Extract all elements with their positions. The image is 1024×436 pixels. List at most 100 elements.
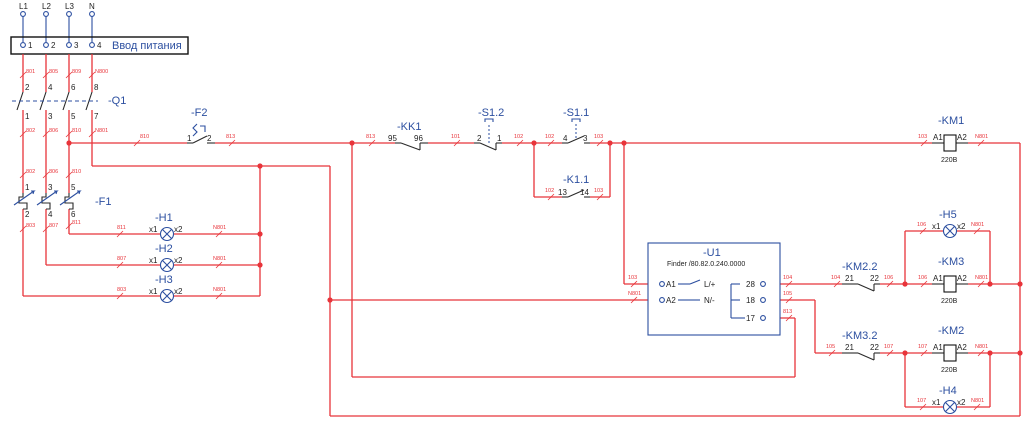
power-input: L1 L2 L3 N 1 2 3 4 Ввод питания [10, 2, 189, 55]
h4-ref: -H4 [939, 385, 957, 397]
km1-pin-a1: A1 [933, 133, 943, 142]
k11-pin: 14 [580, 188, 589, 197]
u1-model: Finder /80.82.0.240.0000 [667, 261, 745, 268]
h3-ref: -H3 [155, 274, 173, 286]
q1-pin: 2 [25, 83, 30, 92]
k11-ref: -K1.1 [563, 174, 589, 186]
f1-pin: 3 [48, 183, 53, 192]
wire-tag: N801 [971, 398, 984, 404]
wire-tag: 806 [49, 128, 58, 134]
wire-tag: 802 [26, 169, 35, 175]
h4-pin-x1: x1 [932, 398, 941, 407]
h2-pin-x2: x2 [174, 256, 183, 265]
u1-pin-18: 18 [746, 296, 755, 305]
terminal-pin-1: 1 [28, 41, 33, 50]
wire-tag: 106 [918, 275, 927, 281]
terminal-pin-4: 4 [97, 41, 102, 50]
f2-pin: 2 [207, 134, 212, 143]
wire-tag: 807 [49, 223, 58, 229]
km2-voltage: 220В [941, 367, 958, 374]
km22-ref: -KM2.2 [842, 261, 877, 273]
button-s12: 2 1 -S1.2 [474, 107, 504, 151]
s12-pin: 1 [497, 134, 502, 143]
junction-dot [531, 140, 537, 146]
km2-pin-a2: A2 [957, 343, 967, 352]
wire-tag: 103 [594, 134, 603, 140]
button-s11: 4 3 -S1.1 [562, 107, 590, 144]
s11-ref: -S1.1 [563, 107, 589, 119]
lamp-h3: x1 x2 -H3 [149, 274, 183, 304]
junction-dot [902, 350, 908, 356]
f2-ref: -F2 [191, 107, 208, 119]
wire-tag: 103 [628, 275, 637, 281]
relay-f1: 1 3 5 2 4 6 -F1 [13, 183, 112, 219]
contact-k11: 13 14 -K1.1 [558, 174, 590, 198]
wire-tag: 809 [72, 69, 81, 75]
kk1-pin: 95 [388, 134, 397, 143]
wire-tag: 811 [117, 225, 126, 231]
h3-pin-x1: x1 [149, 287, 158, 296]
terminal-icon [760, 281, 766, 287]
km1-pin-a2: A2 [957, 133, 967, 142]
kk1-ref: -KK1 [397, 121, 421, 133]
wire-tag: 813 [783, 309, 792, 315]
junction-dot [349, 140, 355, 146]
h2-ref: -H2 [155, 243, 173, 255]
wire-tag: 104 [831, 275, 840, 281]
wire-tag: 107 [918, 344, 927, 350]
wire-tag: 103 [594, 188, 603, 194]
wire-tag: 107 [884, 344, 893, 350]
u1-pin-a1: A1 [666, 280, 676, 289]
f1-pin: 1 [25, 183, 30, 192]
h5-pin-x1: x1 [932, 222, 941, 231]
q1-pin: 3 [48, 112, 53, 121]
wire-tag: 803 [117, 287, 126, 293]
wire-tag: N801 [213, 256, 226, 262]
terminal-block-frame [10, 36, 189, 55]
wire-tag: 102 [514, 134, 523, 140]
h1-pin-x2: x2 [174, 225, 183, 234]
h3-pin-x2: x2 [174, 287, 183, 296]
wire-tag: 807 [117, 256, 126, 262]
lamp-h4: x1 x2 -H4 [932, 385, 966, 415]
h5-pin-x2: x2 [957, 222, 966, 231]
contact-km32: 21 22 -KM3.2 [842, 330, 880, 361]
s11-pin: 3 [583, 134, 588, 143]
wire-tag: 104 [783, 275, 792, 281]
breaker-q1: 2 4 6 8 1 3 5 7 -Q1 [12, 83, 126, 121]
s12-pin: 2 [477, 134, 482, 143]
lamp-h2: x1 x2 -H2 [149, 243, 183, 273]
q1-pin: 1 [25, 112, 30, 121]
km3-voltage: 220В [941, 298, 958, 305]
f1-ref: -F1 [95, 196, 112, 208]
u1-pin-a2: A2 [666, 296, 676, 305]
wire-tag: N800 [95, 69, 108, 75]
wire-tag: 101 [451, 134, 460, 140]
wire-tag: N801 [975, 344, 988, 350]
terminal-l2-icon [43, 11, 49, 17]
junction-dot [257, 231, 263, 237]
wire-tag: N801 [213, 225, 226, 231]
km32-ref: -KM3.2 [842, 330, 877, 342]
wire-tag: N801 [95, 128, 108, 134]
km1-voltage: 220В [941, 157, 958, 164]
wire-tag: 107 [917, 398, 926, 404]
phase-n-label: N [89, 2, 95, 11]
contact-f2: 1 2 -F2 [187, 107, 215, 144]
wire-tag: 105 [783, 291, 792, 297]
wire-tag: 803 [26, 223, 35, 229]
phase-l1-label: L1 [19, 2, 28, 11]
f1-pin: 6 [71, 210, 76, 219]
q1-pin: 5 [71, 112, 76, 121]
km3-pin-a1: A1 [933, 274, 943, 283]
km2-ref: -KM2 [938, 325, 964, 337]
wire-tag: N801 [975, 134, 988, 140]
wire-tag: N801 [975, 275, 988, 281]
u1-pin-lp: L/+ [704, 280, 716, 289]
wire-tag: 810 [72, 169, 81, 175]
h1-pin-x1: x1 [149, 225, 158, 234]
terminal-icon [659, 297, 665, 303]
junction-dot [66, 140, 72, 146]
q1-pin: 4 [48, 83, 53, 92]
f2-pin: 1 [187, 134, 192, 143]
